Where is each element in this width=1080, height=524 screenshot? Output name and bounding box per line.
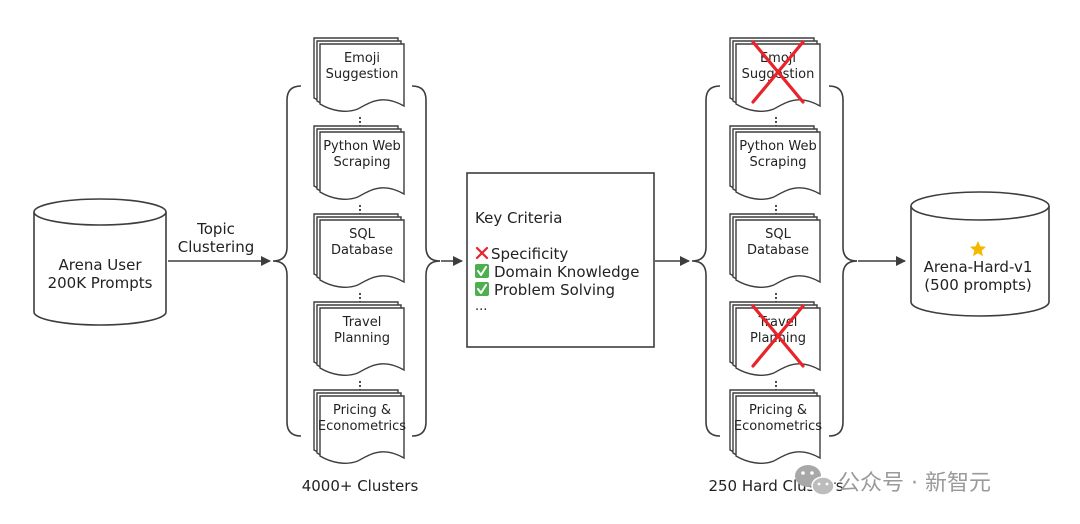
left-cluster-2-label-line2: Database — [331, 243, 393, 258]
left-brace-close-bottom — [411, 260, 441, 437]
right-cluster-2-label-line2: Database — [747, 243, 809, 258]
left-cluster-0-label-line1: Emoji — [344, 51, 380, 66]
criteria-item-domain-knowledge: Domain Knowledge — [494, 263, 639, 281]
document-sheet — [735, 307, 821, 376]
right-cluster-group: 250 Hard Clusters EmojiSuggestionPython … — [691, 37, 858, 495]
left-cluster-1-label-line1: Python Web — [323, 139, 401, 154]
criteria-more: ... — [475, 299, 487, 314]
watermark: 公众号 · 新智元 — [795, 465, 991, 496]
topic-clustering-edge: Topic Clustering — [168, 220, 271, 266]
edge-label-line2: Clustering — [178, 238, 254, 256]
left-cluster-3-label-line1: Travel — [342, 315, 382, 330]
document-sheet — [735, 395, 821, 464]
right-brace-close-bottom — [828, 260, 858, 437]
right-cluster-2-label-line1: SQL — [765, 227, 791, 242]
document-sheet — [319, 395, 405, 464]
document-sheet — [319, 219, 405, 288]
right-brace-open — [691, 85, 721, 437]
criteria-box: Key Criteria Specificity Domain Knowledg… — [466, 172, 655, 348]
result-label-line1: Arena-Hard-v1 — [924, 258, 1033, 276]
check-icon — [475, 282, 489, 296]
left-caption: 4000+ Clusters — [302, 477, 419, 495]
right-cluster-1-label-line2: Scraping — [749, 155, 806, 170]
document-sheet — [319, 307, 405, 376]
left-cluster-4: Pricing &Econometrics — [313, 389, 406, 464]
result-label-line2: (500 prompts) — [924, 276, 1031, 294]
left-cluster-4-label-line2: Econometrics — [318, 419, 406, 434]
document-sheet — [735, 219, 821, 288]
removed-cross-icon — [751, 40, 805, 104]
right-cluster-4: Pricing &Econometrics — [729, 389, 822, 464]
left-cluster-1-label-line2: Scraping — [333, 155, 390, 170]
document-sheet — [319, 43, 405, 112]
right-cluster-3-label-line2: Planning — [750, 331, 806, 346]
watermark-text: 公众号 · 新智元 — [838, 471, 991, 496]
criteria-title: Key Criteria — [475, 209, 562, 227]
document-sheet — [319, 131, 405, 200]
left-cluster-2-label-line1: SQL — [349, 227, 375, 242]
check-icon — [475, 264, 489, 278]
right-cluster-4-label-line1: Pricing & — [749, 403, 807, 418]
left-cluster-3-label-line2: Planning — [334, 331, 390, 346]
document-sheet — [735, 131, 821, 200]
left-cluster-0-label-line2: Suggestion — [326, 67, 399, 82]
right-cluster-4-label-line2: Econometrics — [734, 419, 822, 434]
source-label-line2: 200K Prompts — [48, 274, 153, 292]
right-brace-close-top — [828, 85, 858, 262]
source-database: Arena User 200K Prompts — [33, 198, 167, 326]
wechat-icon — [795, 465, 835, 496]
document-sheet — [735, 43, 821, 112]
removed-cross-icon — [751, 304, 805, 368]
source-label-line1: Arena User — [59, 256, 143, 274]
edge-label-line1: Topic — [196, 220, 235, 238]
left-brace-close-top — [411, 85, 441, 262]
right-cluster-0-label-line2: Suggestion — [742, 67, 815, 82]
criteria-item-problem-solving: Problem Solving — [494, 281, 615, 299]
right-cluster-1-label-line1: Python Web — [739, 139, 817, 154]
cross-icon — [475, 246, 489, 260]
left-brace-open — [272, 85, 302, 437]
result-database: Arena-Hard-v1 (500 prompts) — [910, 191, 1050, 317]
star-icon — [970, 241, 986, 257]
criteria-item-specificity: Specificity — [491, 245, 568, 263]
left-cluster-4-label-line1: Pricing & — [333, 403, 391, 418]
